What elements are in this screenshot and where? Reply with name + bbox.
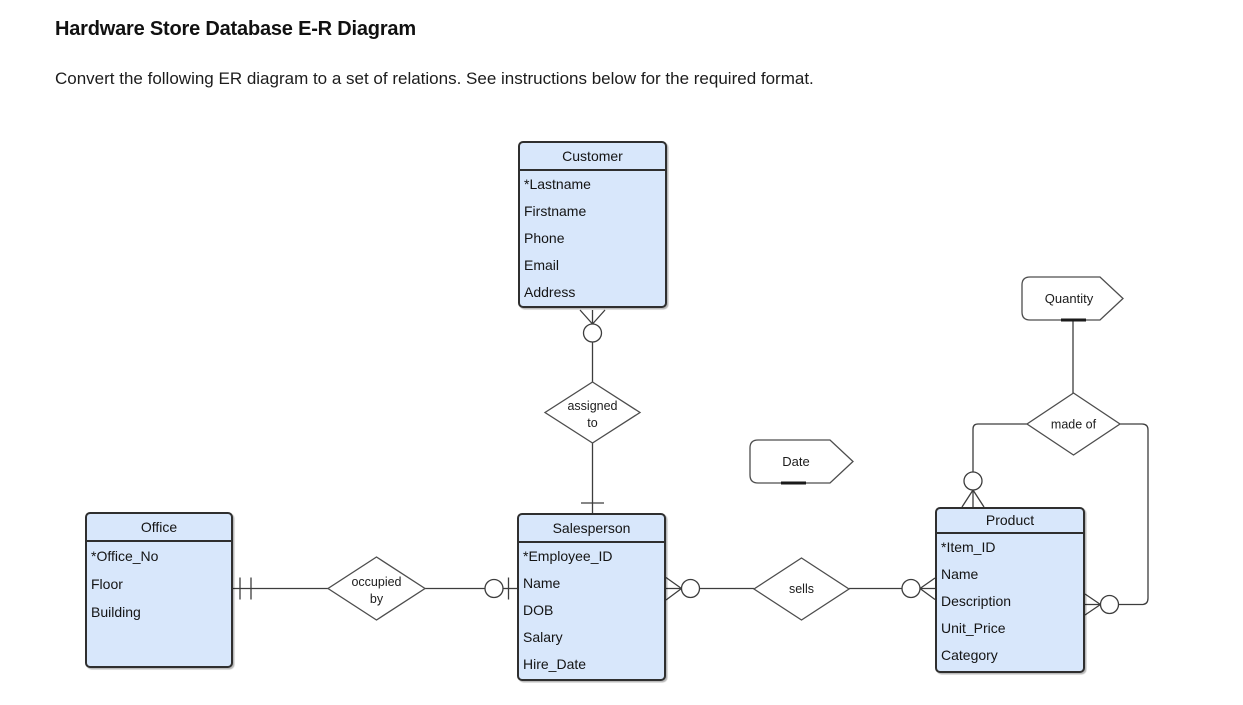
connector-sells-product	[849, 577, 936, 601]
entity-office-title: Office	[87, 514, 231, 542]
cardinality-zero-icon	[582, 323, 603, 343]
crows-foot-many-icon	[665, 576, 682, 601]
relationship-label-occupied-by: by	[370, 592, 384, 606]
flag-date	[749, 439, 854, 484]
page-instructions: Convert the following ER diagram to a se…	[55, 69, 814, 88]
crows-foot-many-icon	[919, 577, 936, 601]
entity-office-attr-building: Building	[91, 604, 141, 620]
relationship-label-occupied: occupied	[351, 575, 401, 589]
entity-product-attr-unit-price: Unit_Price	[941, 620, 1006, 636]
entity-product: Product *Item_ID Name Description Unit_P…	[935, 507, 1085, 673]
relationship-label-assigned: assigned	[567, 399, 617, 413]
relationship-label-assigned-to: to	[587, 416, 597, 430]
entity-product-title: Product	[937, 509, 1083, 534]
page-title: Hardware Store Database E-R Diagram	[55, 18, 416, 40]
relationship-label-made-of: made of	[1051, 418, 1097, 432]
entity-office: Office *Office_No Floor Building	[85, 512, 233, 668]
attribute-label-quantity: Quantity	[1045, 291, 1094, 306]
entity-salesperson-attr-salary: Salary	[523, 629, 563, 645]
entity-customer-attr-phone: Phone	[524, 230, 565, 246]
entity-customer-attr-firstname: Firstname	[524, 203, 587, 219]
attribute-label-date: Date	[782, 454, 809, 469]
cardinality-zero-icon	[1099, 594, 1120, 615]
entity-office-attr-floor: Floor	[91, 576, 123, 592]
connector-office-occupied-by	[233, 577, 330, 600]
crows-foot-many-icon	[1084, 593, 1101, 616]
connector-occupied-by-salesperson	[425, 577, 517, 600]
entity-product-attr-description: Description	[941, 593, 1012, 609]
diamond-occupied-by	[326, 556, 427, 621]
entity-product-attr-category: Category	[941, 647, 998, 663]
entity-product-attr-name: Name	[941, 566, 979, 582]
cardinality-zero-icon	[680, 578, 701, 599]
connector-customer-assigned-to	[579, 309, 606, 382]
entity-customer-title: Customer	[520, 143, 665, 171]
diamond-sells	[752, 557, 851, 621]
entity-customer: Customer *Lastname Firstname Phone Email…	[518, 141, 667, 308]
entity-office-attr-office-no: *Office_No	[91, 548, 159, 564]
crows-foot-many-icon	[961, 489, 985, 508]
entity-salesperson-attr-dob: DOB	[523, 602, 554, 618]
cardinality-zero-icon	[484, 578, 504, 599]
entity-product-attr-item-id: *Item_ID	[941, 539, 996, 555]
entity-salesperson: Salesperson *Employee_ID Name DOB Salary…	[517, 513, 666, 681]
cardinality-zero-icon	[963, 471, 983, 491]
connector-assigned-to-salesperson	[581, 443, 604, 513]
connector-made-of-product-right	[1084, 423, 1149, 616]
entity-salesperson-attr-name: Name	[523, 575, 561, 591]
flag-quantity	[1021, 276, 1124, 321]
crows-foot-many-icon	[579, 309, 606, 325]
diamond-assigned-to	[543, 381, 642, 444]
diamond-made-of	[1025, 392, 1122, 456]
entity-customer-attr-email: Email	[524, 257, 560, 273]
entity-customer-attr-lastname: *Lastname	[524, 176, 591, 192]
cardinality-one-and-only-one-icon	[239, 577, 252, 600]
entity-customer-attr-address: Address	[524, 284, 576, 300]
entity-salesperson-attr-hire-date: Hire_Date	[523, 656, 587, 672]
cardinality-zero-icon	[901, 578, 921, 599]
entity-salesperson-title: Salesperson	[519, 515, 664, 543]
connector-made-of-product-top	[961, 423, 1027, 508]
flag-underline-marks	[781, 318, 1086, 485]
entity-salesperson-attr-employee-id: *Employee_ID	[523, 548, 613, 564]
relationship-label-sells: sells	[789, 582, 814, 596]
connector-salesperson-sells	[665, 576, 754, 601]
